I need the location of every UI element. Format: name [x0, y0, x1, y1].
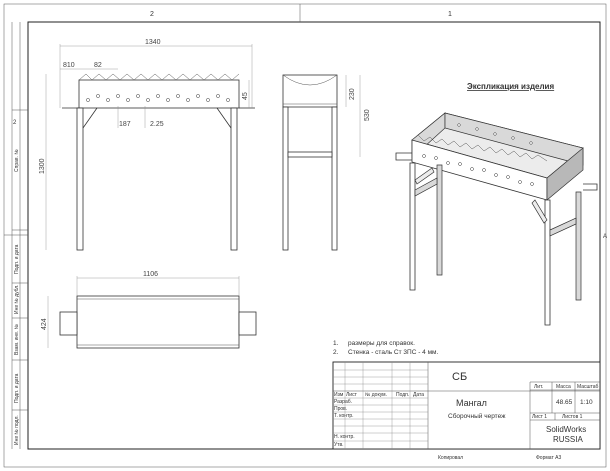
dim-plan-width: 424: [41, 318, 48, 330]
zone-label-top-2: 2: [150, 11, 154, 18]
doc-code: СБ: [452, 371, 467, 383]
sheet-label: Лист 1: [532, 414, 547, 420]
dim-230: 230: [349, 88, 356, 100]
iso-leg-front-right: [544, 199, 551, 326]
front-leg-left: [76, 107, 84, 251]
stamp-inv-orig: Инв № подл.: [14, 415, 20, 445]
dim-810: 810: [63, 62, 75, 69]
iso-right-end-wall: [546, 147, 584, 201]
iso-crossbar-left: [414, 177, 438, 197]
col-sign: Подп.: [396, 392, 409, 398]
side-leg-right: [331, 106, 338, 251]
col-list: Лист: [346, 392, 358, 398]
inner-frame: [27, 21, 601, 450]
note-1-text: размеры для справок.: [348, 340, 415, 347]
lit-label: Лит.: [534, 384, 543, 390]
side-crossbar: [287, 151, 333, 158]
stamp-sign-date-2: Подп. и дата: [14, 244, 20, 274]
scale-label: Масштаб: [577, 384, 599, 390]
scale-value: 1:10: [580, 399, 593, 406]
part-name: Мангал: [456, 398, 487, 408]
zone-label-top-1: 1: [448, 11, 452, 18]
side-leg-left: [282, 106, 289, 251]
iso-leg-back-right: [575, 191, 582, 301]
zone-label-side-a: A: [603, 234, 607, 240]
iso-leg-back-left: [436, 164, 443, 276]
side-dimensions: 230 530: [345, 75, 371, 157]
dim-length: 1340: [145, 39, 161, 46]
note-1-number: 1.: [333, 340, 339, 347]
front-leg-right: [230, 107, 238, 251]
iso-leg-front-left: [409, 162, 416, 291]
outer-frame: [3, 3, 607, 468]
row-prov: Пров.: [334, 406, 347, 412]
front-brace-left: [82, 107, 98, 129]
sheets-label: Листов 1: [562, 414, 583, 420]
iso-crossbar-right: [549, 217, 577, 237]
col-date: Дата: [413, 392, 424, 398]
dim-225: 2.25: [150, 121, 164, 128]
row-nkontr: Н. контр.: [334, 434, 355, 440]
org-line-2: RUSSIA: [553, 435, 583, 444]
plan-handle-left: [59, 311, 78, 336]
side-view: [282, 74, 338, 251]
plan-box-outline: [76, 295, 240, 349]
stamp-sign-date-1: Подп. и дата: [14, 373, 20, 403]
doc-type: Сборочный чертеж: [448, 412, 506, 420]
note-2-number: 2.: [333, 349, 339, 356]
mass-label: Масса: [556, 384, 571, 390]
plan-view: [59, 295, 257, 349]
front-brace-right: [216, 107, 232, 129]
col-doc: № докум.: [365, 392, 387, 398]
isometric-title: Экспликация изделия: [467, 82, 554, 91]
plan-dimensions: 1106 424: [41, 271, 240, 348]
iso-vent-holes: [422, 123, 534, 186]
stamp-inv-dubl: Инв № дубл.: [14, 284, 20, 314]
front-vent-holes: [86, 94, 230, 102]
dim-187: 187: [119, 121, 131, 128]
isometric-view: [395, 112, 598, 326]
iso-handle-left: [395, 152, 412, 161]
dim-plan-length: 1106: [143, 271, 158, 278]
row-razrab: Разраб.: [334, 399, 352, 405]
iso-handle-right: [583, 183, 598, 191]
front-view: [62, 73, 255, 251]
row-tkontr: Т. контр.: [334, 413, 354, 419]
notes-block: 1. размеры для справок. 2. Стенка - стал…: [333, 340, 439, 356]
stamp-inv-dup: Взам. инв. №: [14, 324, 20, 355]
note-2-text: Стенка - сталь Ст 3ПС - 4 мм.: [348, 349, 439, 356]
title-block: Изм Лист № докум. Подп. Дата Разраб. Про…: [332, 361, 601, 450]
copied-label: Копировал: [438, 455, 463, 461]
zone-label-side-2: 2: [13, 120, 17, 126]
row-utv: Утв.: [334, 442, 344, 448]
front-skewer-notches: [78, 73, 240, 81]
col-izm: Изм: [334, 392, 344, 398]
side-box-curve: [282, 74, 338, 86]
dim-height: 1300: [39, 158, 46, 174]
dim-45: 45: [242, 92, 249, 100]
format-label: Формат А3: [536, 455, 561, 461]
plan-handle-right: [238, 311, 257, 336]
iso-skewer-notches: [411, 134, 548, 162]
org-line-1: SolidWorks: [546, 425, 586, 434]
front-dimensions: 1340 810 82 1300 45 187 2.25: [39, 39, 253, 250]
dim-82: 82: [94, 62, 102, 69]
mass-value: 48.65: [556, 399, 573, 406]
front-box-body: [78, 79, 240, 109]
stamp-ref-no: Справ. №: [14, 149, 20, 172]
side-box-body: [282, 74, 338, 108]
dim-530: 530: [364, 109, 371, 121]
iso-brace-right: [531, 199, 548, 224]
left-stamp-column: Инв № подл. Подп. и дата Взам. инв. № Ин…: [11, 22, 28, 449]
iso-brace-left: [414, 167, 435, 185]
